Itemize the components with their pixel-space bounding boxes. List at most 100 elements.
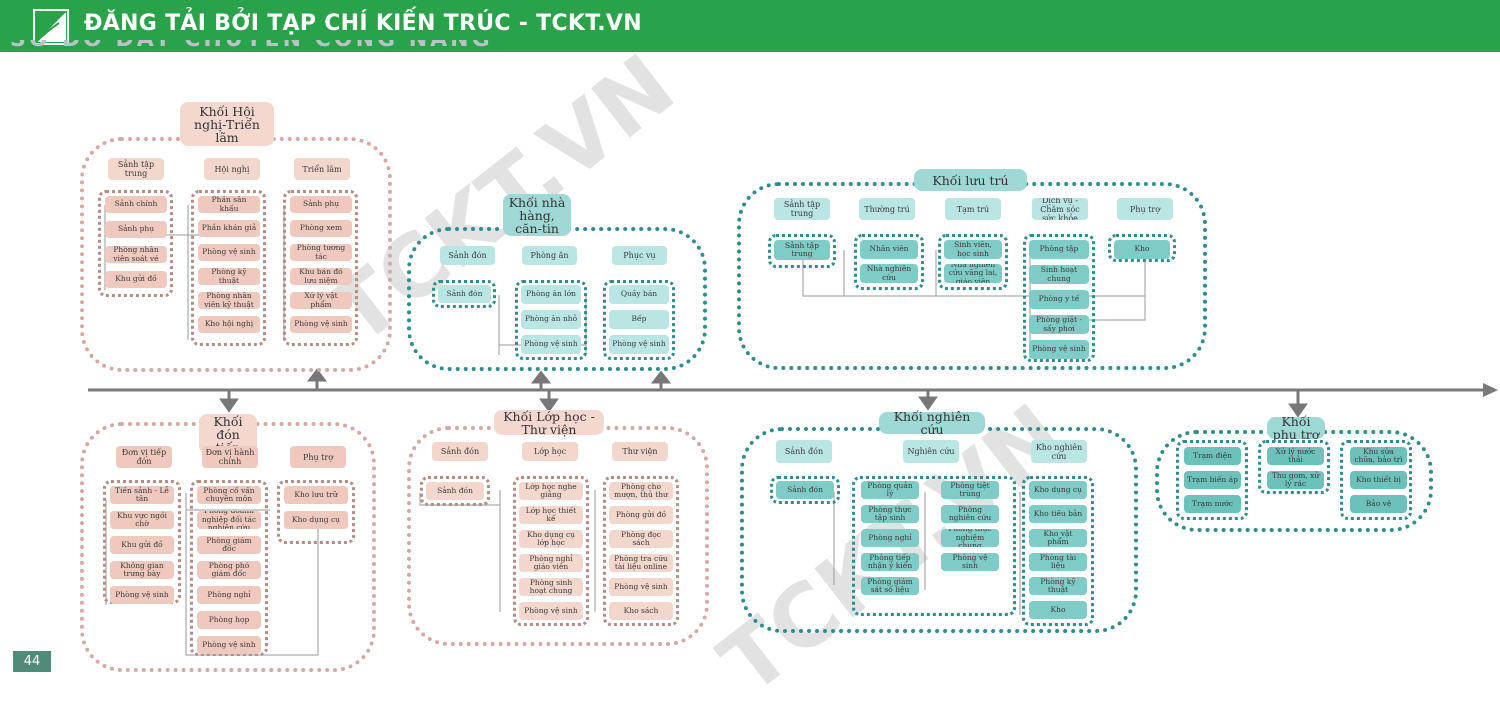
- node-nha-nghien-cuu-vang-lai-giao-vien: Nhà nghiên cứu vãng lai, giáo viên: [944, 264, 1002, 283]
- node-phong-tiet-trung: Phòng tiệt trùng: [941, 481, 999, 499]
- node-phong-y-te: Phòng y tế: [1029, 290, 1089, 309]
- node-phong-doanh-nghiep-doi-tac-nghien-cuu: Phòng doanh nghiệp đối tác nghiên cứu: [197, 511, 261, 529]
- category-don-vi-tiep-don: Đơn vị tiếp đón: [116, 446, 172, 468]
- node-phan-khan-gia: Phần khán giả: [198, 220, 260, 237]
- diagram-lines: [88, 205, 1498, 656]
- node-phong-ve-sinh: Phòng vệ sinh: [609, 335, 669, 354]
- node-khu-gui-do: Khu gửi đồ: [110, 536, 174, 554]
- category-don-vi-hanh-chinh: Đơn vị hành chính: [202, 446, 258, 468]
- category-thuong-tru: Thường trú: [859, 198, 915, 220]
- subgroup-nhahang-1: [432, 280, 496, 308]
- node-kho-thiet-bi: Kho thiết bị: [1350, 471, 1407, 489]
- node-phong-tap: Phòng tập: [1029, 240, 1089, 259]
- node-phong-ve-sinh: Phòng vệ sinh: [941, 553, 999, 571]
- node-phong-thuc-nghiem-chung: Phòng thực nghiệm chung: [941, 529, 999, 547]
- node-phong-ve-sinh: Phòng vệ sinh: [609, 578, 673, 596]
- node-phong-nhan-vien-ky-thuat: Phòng nhân viên kỹ thuật: [198, 292, 260, 309]
- node-kho-dung-cu: Kho dụng cụ: [1029, 481, 1087, 499]
- node-phong-ve-sinh: Phòng vệ sinh: [521, 335, 581, 354]
- node-xu-ly-nuoc-thai: Xử lý nước thải: [1267, 447, 1324, 465]
- node-phong-ve-sinh: Phòng vệ sinh: [1029, 340, 1089, 359]
- node-phong-tuong-tac: Phòng tương tác: [290, 244, 352, 261]
- node-phong-nghi: Phòng nghỉ: [861, 529, 919, 547]
- node-sanh-phu: Sảnh phụ: [290, 196, 352, 213]
- node-phong-giat-say-phoi: Phòng giặt - sấy phơi: [1029, 315, 1089, 334]
- category-lop-hoc: Lớp học: [522, 442, 578, 461]
- subgroup-hoinghi-3: [283, 190, 358, 346]
- node-thu-gom-xu-ly-rac: Thu gom, xử lý rác: [1267, 471, 1324, 489]
- node-phong-nghi: Phòng nghỉ: [197, 586, 261, 604]
- node-phong-nghi-giao-vien: Phòng nghỉ giáo viên: [519, 554, 583, 572]
- subgroup-luutru-1: [768, 234, 836, 268]
- node-phan-san-khau: Phần sân khấu: [198, 196, 260, 213]
- subgroup-nghiencuu-1: [770, 476, 840, 504]
- node-phong-nghien-cuu: Phòng nghiên cứu: [941, 505, 999, 523]
- page-number: 44: [13, 651, 51, 672]
- node-phong-quan-ly: Phòng quản lý: [861, 481, 919, 499]
- node-phong-ve-sinh: Phòng vệ sinh: [290, 316, 352, 333]
- node-khu-vuc-ngoi-cho: Khu vực ngồi chờ: [110, 511, 174, 529]
- category-sanh-tap-trung: Sảnh tập trung: [108, 158, 164, 180]
- logo-icon: [33, 9, 69, 45]
- subgroup-dontiep-2: [190, 480, 268, 656]
- node-bep: Bếp: [609, 310, 669, 329]
- node-kho: Kho: [1029, 601, 1087, 619]
- subgroup-dontiep-3: [277, 480, 355, 544]
- node-khu-sua-chua-bao-tri: Khu sửa chữa, bảo trì: [1350, 447, 1407, 465]
- page-heading-cut: SƠ ĐỒ DÂY CHUYỀN CÔNG NĂNG: [10, 40, 493, 54]
- subgroup-nhahang-3: [603, 280, 675, 360]
- subgroup-phutro-3: [1340, 440, 1412, 520]
- node-lop-hoc-thiet-ke: Lớp học thiết kế: [519, 506, 583, 524]
- node-phong-doc-sach: Phòng đọc sách: [609, 530, 673, 548]
- node-phong-tra-cuu-tai-lieu-online: Phòng tra cứu tài liệu online: [609, 554, 673, 572]
- node-phong-thuc-tap-sinh: Phòng thực tập sinh: [861, 505, 919, 523]
- subgroup-nghiencuu-2: [852, 476, 1016, 616]
- node-phong-cho-muon-thu-thu: Phòng cho mượn, thủ thư: [609, 482, 673, 500]
- node-bao-ve: Bảo vệ: [1350, 495, 1407, 513]
- title-luutru: Khối lưu trú: [914, 169, 1027, 191]
- node-phong-ve-sinh: Phòng vệ sinh: [198, 244, 260, 261]
- node-phong-xem: Phòng xem: [290, 220, 352, 237]
- node-sinh-vien-hoc-sinh: Sinh viên, học sinh: [944, 240, 1002, 259]
- node-phong-co-van-chuyen-mon: Phòng cố vấn chuyên môn: [197, 486, 261, 504]
- header-bar: ĐĂNG TẢI BỞI TẠP CHÍ KIẾN TRÚC - TCKT.VN: [0, 0, 1500, 52]
- node-phong-tai-lieu: Phòng tài liệu: [1029, 553, 1087, 571]
- node-kho-hoi-nghi: Kho hội nghị: [198, 316, 260, 333]
- node-kho-dung-cu-lop-hoc: Kho dụng cụ lớp học: [519, 530, 583, 548]
- node-khong-gian-trung-bay: Không gian trưng bày: [110, 561, 174, 579]
- category-trien-lam: Triển lãm: [294, 158, 350, 180]
- node-sanh-don: Sảnh đón: [776, 481, 834, 499]
- node-phong-ky-thuat: Phòng kỹ thuật: [1029, 577, 1087, 595]
- node-nha-nghien-cuu: Nhà nghiên cứu: [860, 264, 918, 283]
- node-kho-sach: Kho sách: [609, 602, 673, 620]
- node-phong-pho-giam-doc: Phòng phó giám đốc: [197, 561, 261, 579]
- node-sanh-phu: Sảnh phụ: [105, 221, 167, 238]
- node-kho-dung-cu: Kho dụng cụ: [284, 511, 348, 529]
- node-tien-sanh-le-tan: Tiền sảnh - Lễ tân: [110, 486, 174, 504]
- subgroup-lophoc-3: [603, 476, 679, 626]
- node-phong-ve-sinh: Phòng vệ sinh: [197, 636, 261, 654]
- node-phong-gui-do: Phòng gửi đồ: [609, 506, 673, 524]
- node-sanh-tap-trung: Sảnh tập trung: [774, 240, 830, 260]
- subgroup-phutro-2: [1258, 440, 1330, 494]
- subgroup-phutro-1: [1176, 440, 1248, 520]
- category-kho-nghien-cuu: Kho nghiên cứu: [1031, 440, 1087, 463]
- subgroup-hoinghi-1: [98, 190, 173, 297]
- subgroup-lophoc-1: [420, 476, 490, 506]
- subgroup-hoinghi-2: [191, 190, 266, 346]
- node-lop-hoc-nghe-giang: Lớp học nghe giảng: [519, 482, 583, 500]
- category-hoi-nghi: Hội nghị: [204, 158, 260, 180]
- node-tram-dien: Trạm điện: [1184, 447, 1241, 465]
- node-kho-tieu-ban: Kho tiêu bản: [1029, 505, 1087, 523]
- node-xu-ly-vat-pham: Xử lý vật phẩm: [290, 292, 352, 309]
- category-nghien-cuu: Nghiên cứu: [903, 440, 959, 463]
- node-phong-an-lon: Phòng ăn lớn: [521, 285, 581, 304]
- category-thu-vien: Thư viện: [612, 442, 668, 461]
- brand-title: ĐĂNG TẢI BỞI TẠP CHÍ KIẾN TRÚC - TCKT.VN: [84, 11, 642, 36]
- subgroup-nghiencuu-3: [1022, 476, 1094, 626]
- subgroup-luutru-2: [854, 234, 924, 290]
- title-nhahang: Khối nhà hàng, căn-tin: [503, 194, 571, 236]
- title-nghiencuu: Khối nghiên cứu: [879, 410, 985, 436]
- category-sanh-don: Sảnh đón: [776, 440, 832, 463]
- title-lophoc: Khối Lớp học - Thư viện: [494, 410, 604, 436]
